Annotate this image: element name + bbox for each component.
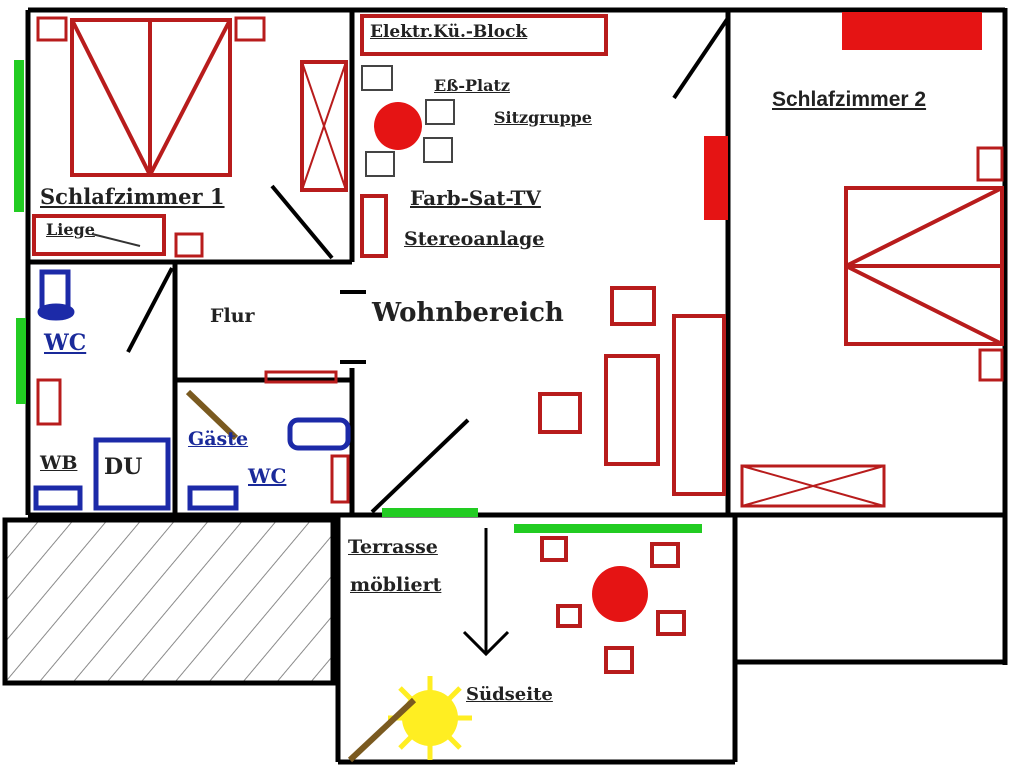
guest-wc-stair: [185, 389, 239, 441]
label-washbasin: WB: [40, 452, 78, 474]
sun-icon: [388, 676, 472, 760]
label-seating: Sitzgruppe: [494, 108, 592, 127]
label-guest-wc: WC: [248, 464, 287, 488]
label-shower: DU: [104, 454, 143, 480]
label-tv: Farb-Sat-TV: [410, 186, 541, 210]
walls: [25, 7, 1008, 765]
bedroom1-furniture: [32, 16, 348, 258]
door-stubs: [340, 290, 366, 364]
label-kitchen: Elektr.Kü.-Block: [370, 22, 528, 42]
label-living: Wohnbereich: [372, 298, 564, 328]
wall-cabinet-red: [704, 136, 728, 220]
bedroom2-wardrobe: [842, 12, 982, 50]
sanitary-fixtures: [33, 269, 351, 511]
label-stereo: Stereoanlage: [404, 228, 545, 250]
label-terrace-note: möbliert: [350, 574, 442, 596]
door-swings: [126, 16, 730, 514]
bedroom2-furniture: [740, 146, 1004, 508]
label-hall: Flur: [210, 305, 255, 327]
living-furniture: [264, 14, 726, 504]
bath-cabinet: [36, 378, 62, 426]
terrace-table: [592, 566, 648, 622]
label-guest: Gäste: [188, 428, 249, 450]
dining-table: [374, 102, 422, 150]
terrace-furniture: [540, 536, 686, 674]
south-arrow: [462, 528, 510, 657]
label-bedroom1: Schlafzimmer 1: [40, 184, 225, 209]
label-wc: WC: [44, 330, 87, 356]
label-terrace: Terrasse: [348, 536, 438, 558]
label-bedroom2: Schlafzimmer 2: [772, 88, 927, 111]
hatched-outdoor-area: [2, 517, 336, 686]
label-south: Südseite: [466, 684, 553, 705]
label-couch: Liege: [46, 220, 95, 239]
windows: [14, 60, 702, 533]
terrace-stair: [347, 697, 417, 763]
label-dining: Eß-Platz: [434, 76, 510, 95]
